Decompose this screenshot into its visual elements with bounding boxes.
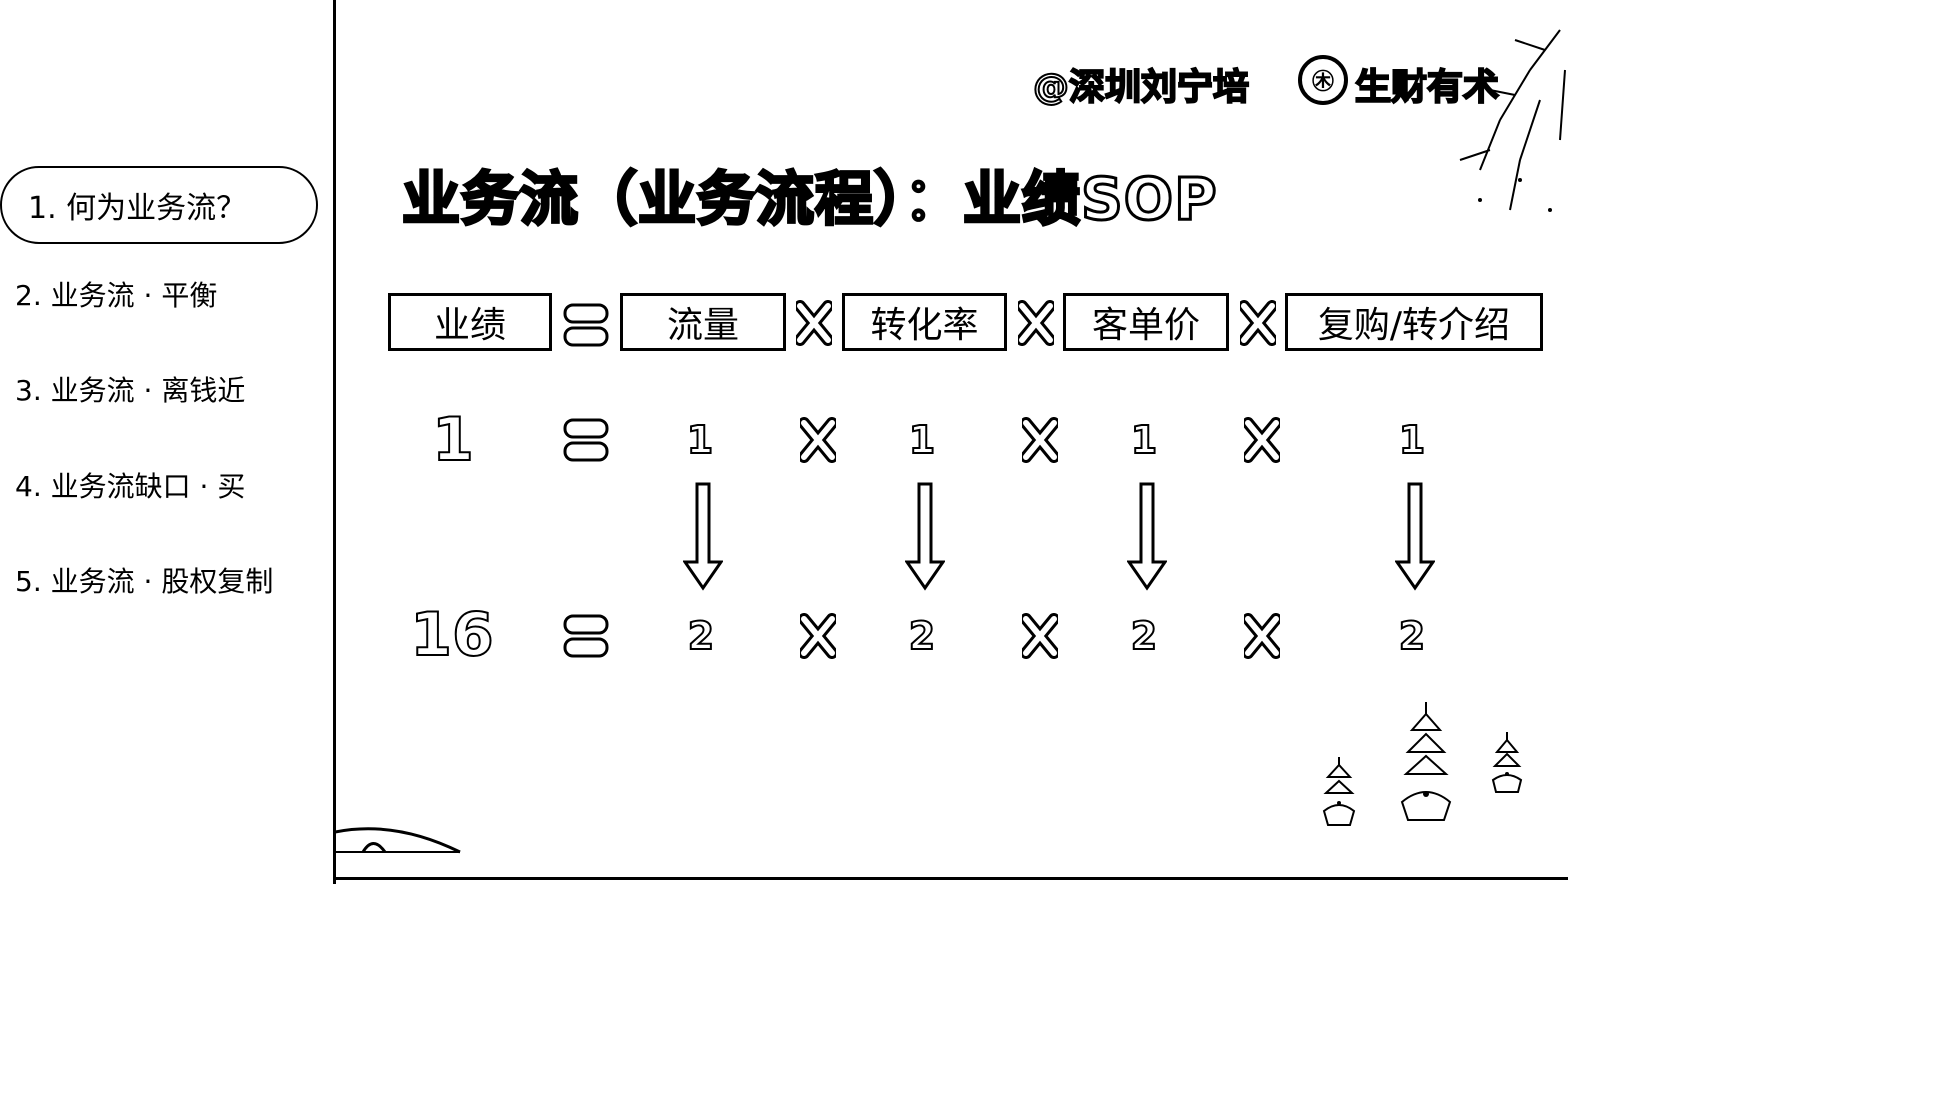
multiply-icon (1022, 613, 1058, 659)
result-box: 业绩 (388, 293, 552, 351)
brand-logo-icon: ㊍ (1298, 55, 1348, 105)
down-arrow-icon (1127, 482, 1167, 591)
down-arrow-icon (905, 482, 945, 591)
multiply-icon (1240, 300, 1276, 346)
row2-conversion-value: 2 (908, 613, 936, 659)
row2-result-value: 16 (409, 599, 494, 671)
multiply-icon (800, 613, 836, 659)
author-watermark: @深圳刘宁培 (1032, 66, 1250, 109)
nav-item-what-is-business-flow[interactable]: 1. 何为业务流？ (0, 166, 318, 244)
row1-repurchase-value: 1 (1398, 417, 1426, 463)
pagoda-icon (1322, 757, 1356, 826)
nav-item-business-flow-equity-copy[interactable]: 5. 业务流 · 股权复制 (15, 565, 274, 598)
factor-box-traffic: 流量 (620, 293, 786, 351)
equals-icon (563, 303, 609, 347)
brand-watermark: 生财有术 (1354, 66, 1500, 109)
multiply-icon (1244, 417, 1280, 463)
row2-unit-price-value: 2 (1130, 613, 1158, 659)
factor-box-repurchase-referral: 复购/转介绍 (1285, 293, 1543, 351)
multiply-icon (800, 417, 836, 463)
multiply-icon (796, 300, 832, 346)
factor-box-conversion: 转化率 (842, 293, 1007, 351)
down-arrow-icon (1395, 482, 1435, 591)
slide-page: 1. 何为业务流？ 2. 业务流 · 平衡 3. 业务流 · 离钱近 4. 业务… (0, 0, 1568, 884)
nav-item-business-flow-close-to-money[interactable]: 3. 业务流 · 离钱近 (15, 374, 246, 407)
factor-box-unit-price: 客单价 (1063, 293, 1229, 351)
multiply-icon (1022, 417, 1058, 463)
equals-icon (563, 418, 609, 462)
row1-conversion-value: 1 (908, 417, 936, 463)
equals-icon (563, 614, 609, 658)
row1-traffic-value: 1 (686, 417, 714, 463)
branch-decoration-icon (1459, 29, 1566, 212)
down-arrow-icon (683, 482, 723, 591)
row1-result-value: 1 (431, 404, 475, 476)
multiply-icon (1018, 300, 1054, 346)
pagoda-icon (1400, 702, 1452, 821)
sidebar-divider (333, 0, 336, 884)
slide-title: 业务流（业务流程）：业绩SOP (401, 164, 1219, 235)
nav-item-business-flow-gap-buy[interactable]: 4. 业务流缺口 · 买 (15, 470, 246, 503)
multiply-icon (1244, 613, 1280, 659)
row2-repurchase-value: 2 (1398, 613, 1426, 659)
nav-item-business-flow-balance[interactable]: 2. 业务流 · 平衡 (15, 279, 218, 312)
pagoda-icon (1491, 732, 1523, 793)
row1-unit-price-value: 1 (1130, 417, 1158, 463)
row2-traffic-value: 2 (687, 613, 715, 659)
bridge-icon (335, 827, 461, 854)
bottom-divider (333, 877, 1568, 880)
